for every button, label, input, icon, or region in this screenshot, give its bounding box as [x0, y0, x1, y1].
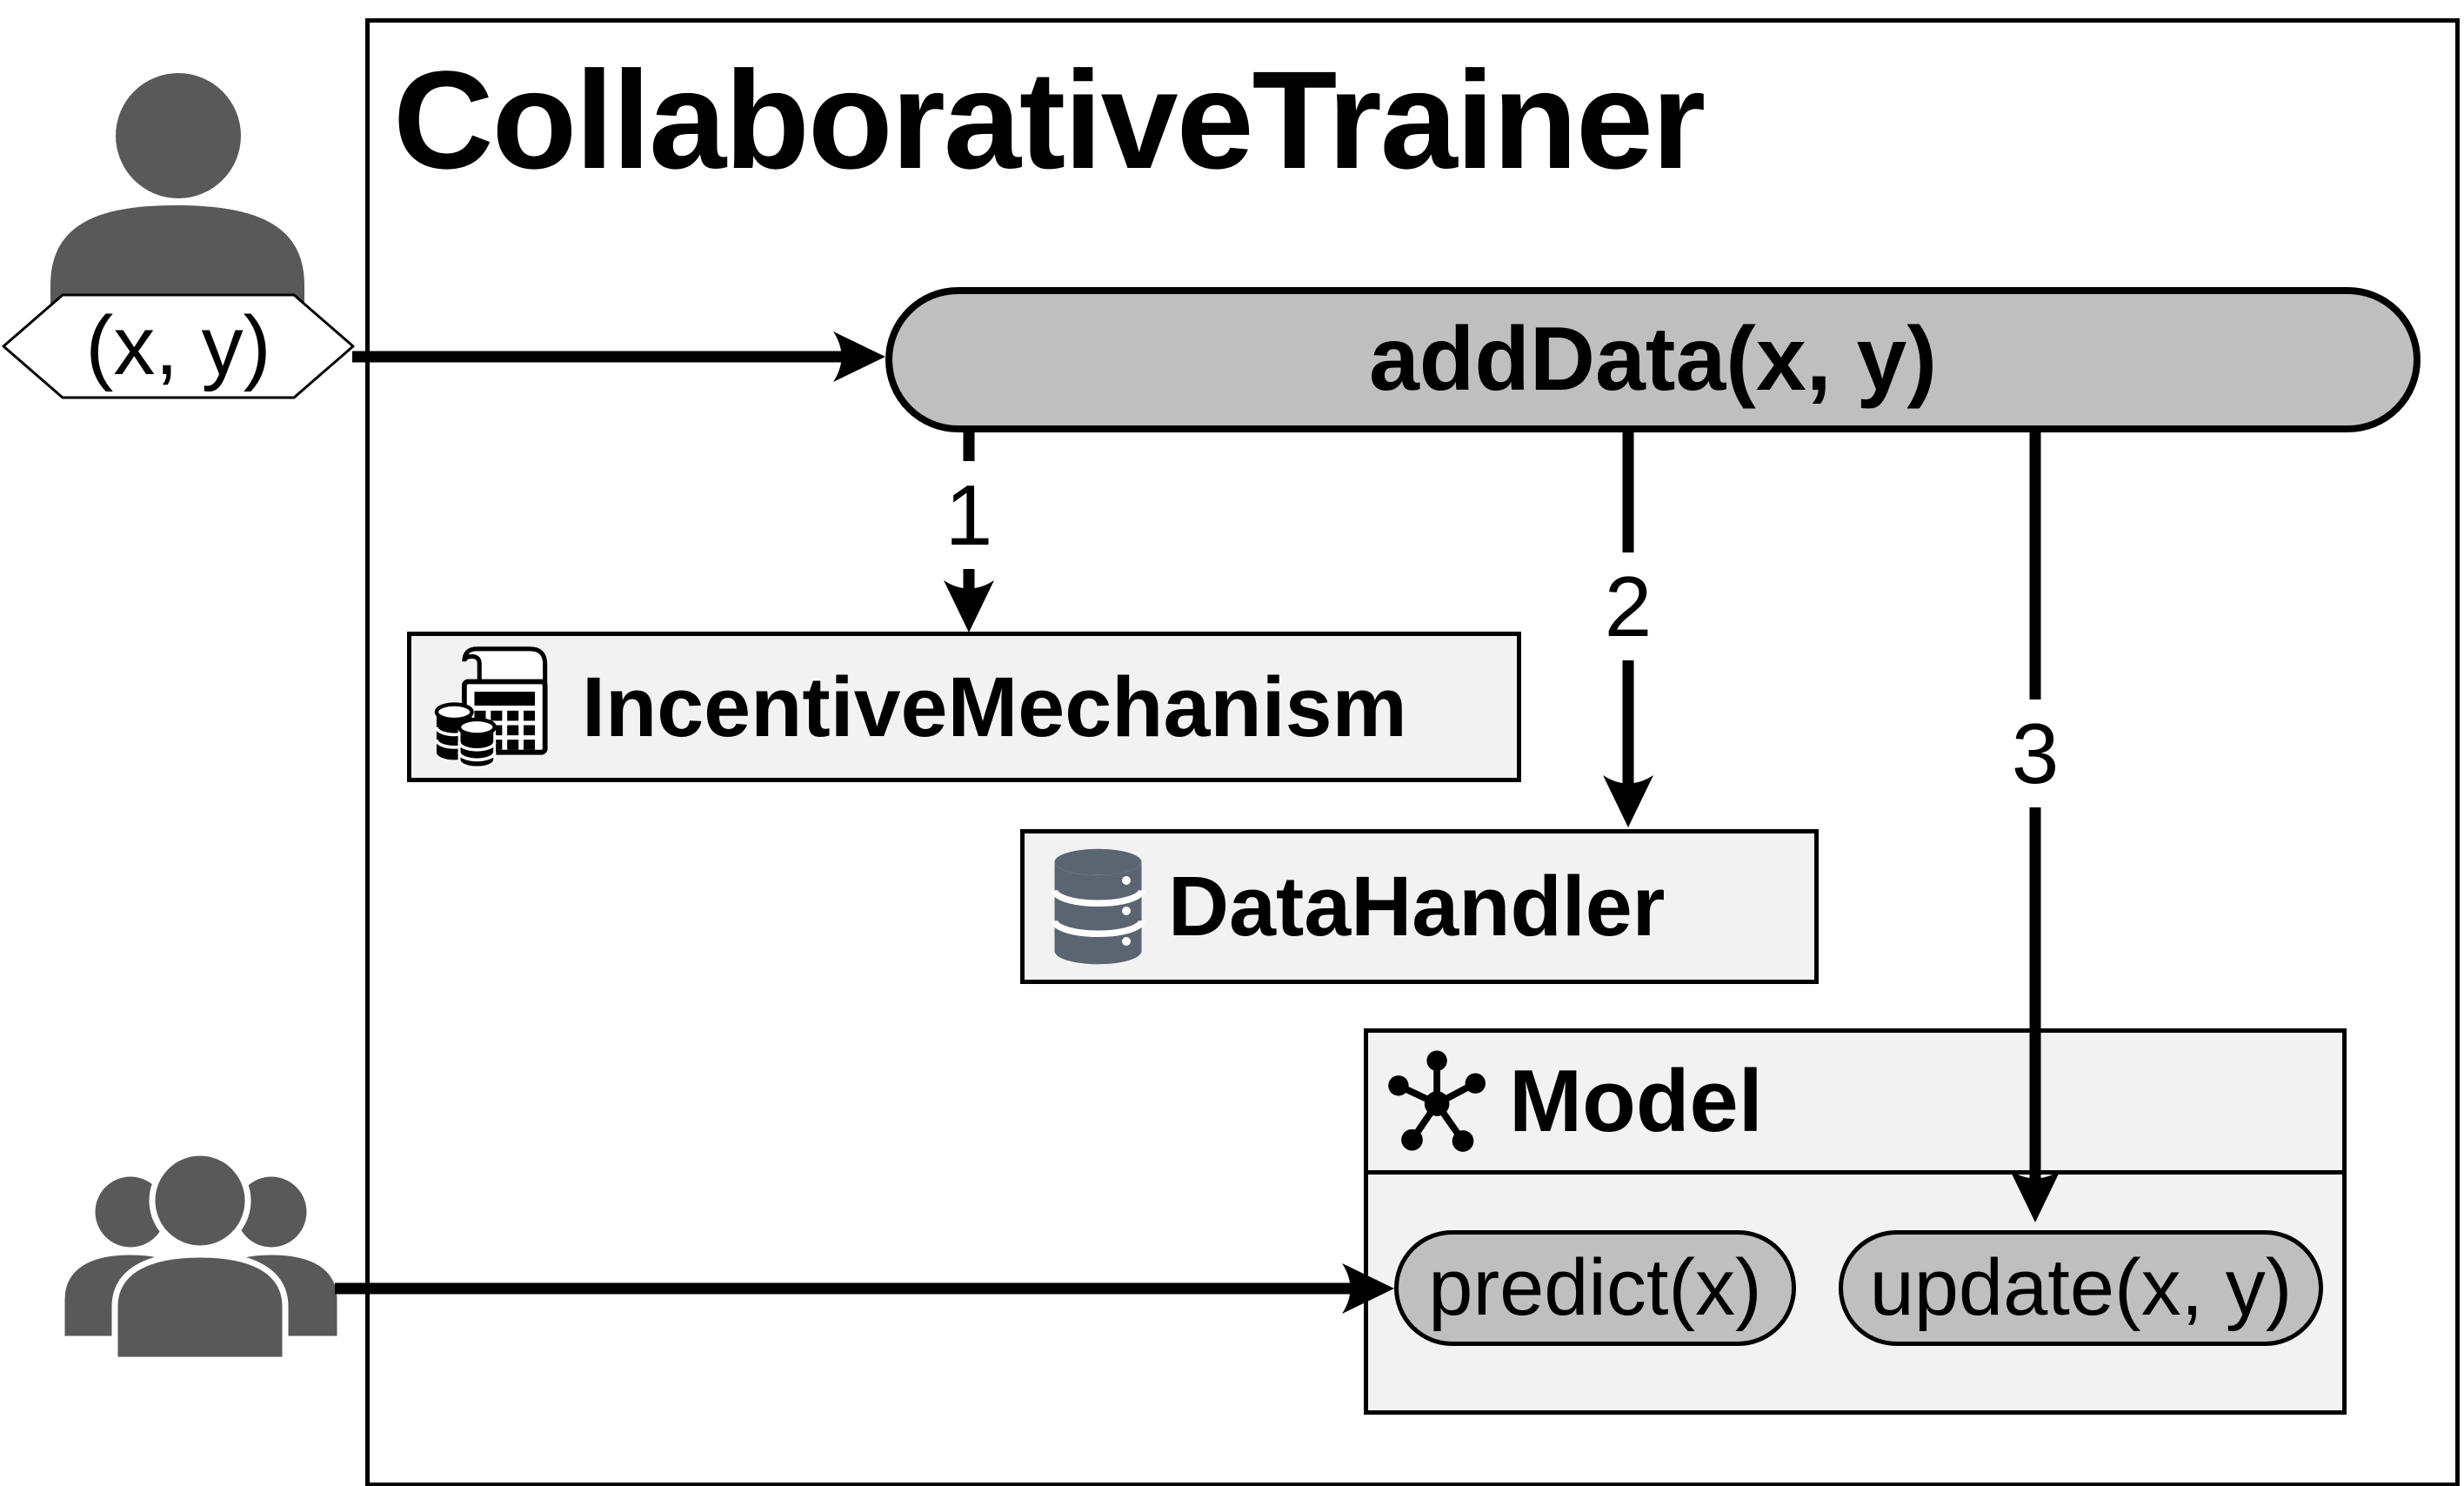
diagram-title: CollaborativeTrainer: [393, 42, 1706, 197]
input-badge-label: (x, y): [85, 299, 271, 392]
model-box: Model predict(x) update(x, y): [1364, 1028, 2347, 1415]
model-header: Model: [1368, 1033, 2342, 1175]
model-label: Model: [1509, 1052, 1763, 1150]
cash-register-coins-icon: [434, 646, 548, 769]
step-2-label: 2: [1580, 552, 1676, 660]
data-handler-label: DataHandler: [1168, 859, 1666, 954]
predict-label: predict(x): [1428, 1243, 1762, 1332]
model-body: predict(x) update(x, y): [1368, 1175, 2342, 1410]
step-1-label: 1: [921, 461, 1017, 569]
data-handler-box: DataHandler: [1020, 829, 1819, 984]
user-group-icon: [60, 1149, 341, 1360]
hub-network-icon: [1388, 1050, 1486, 1152]
incentive-mechanism-box: IncentiveMechanism: [407, 632, 1521, 782]
input-badge-hexagon: [2, 293, 355, 399]
database-icon: [1051, 848, 1145, 965]
update-label: update(x, y): [1869, 1243, 2293, 1332]
update-pill: update(x, y): [1839, 1230, 2323, 1346]
add-data-pill: addData(x, y): [885, 287, 2421, 432]
predict-pill: predict(x): [1394, 1230, 1796, 1346]
step-3-label: 3: [1987, 699, 2083, 807]
incentive-mechanism-label: IncentiveMechanism: [582, 659, 1407, 754]
add-data-label: addData(x, y): [1368, 309, 1938, 410]
